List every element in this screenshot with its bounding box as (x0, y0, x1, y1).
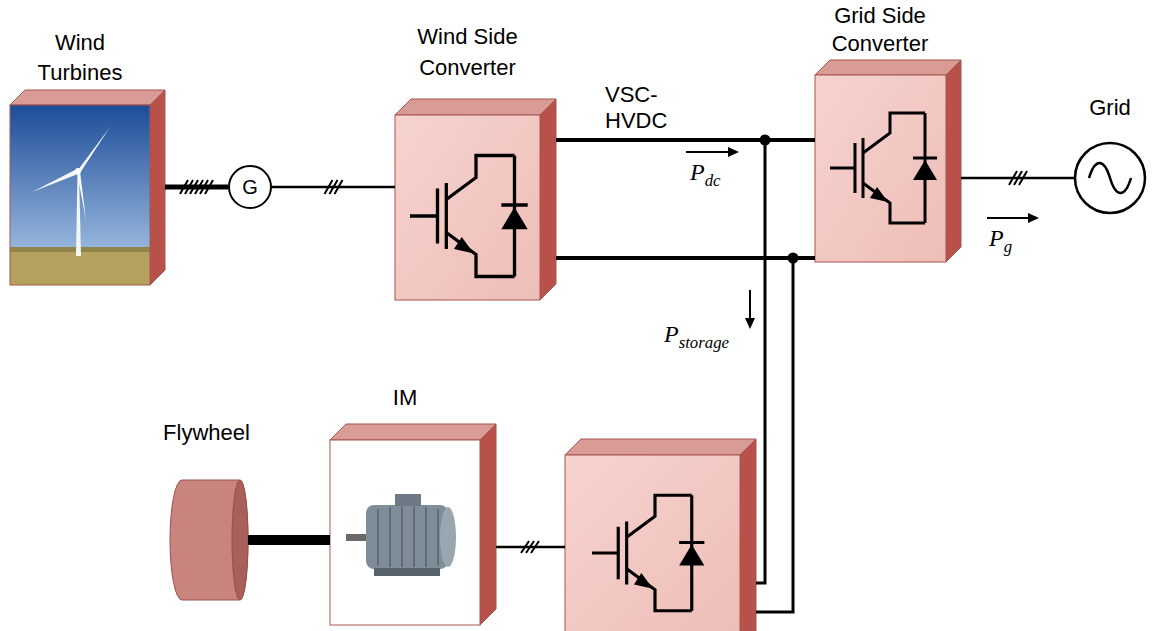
node-label: Wind Side Converter (390, 22, 545, 84)
motor-fins (378, 507, 438, 567)
dc-wire (756, 140, 765, 583)
arrow-shaft (749, 290, 751, 319)
link-label: VSC-HVDC (603, 82, 689, 135)
storage-wiring (496, 140, 793, 612)
generator-circle: G (228, 165, 272, 209)
motor-body (366, 505, 448, 569)
wind-turbine-box (10, 90, 165, 285)
power-arrow (745, 290, 755, 329)
box-front (815, 75, 946, 262)
connector-line (556, 256, 815, 260)
box-front (395, 115, 540, 300)
connector (165, 180, 228, 194)
connector (961, 171, 1075, 185)
node-label: IM (330, 385, 480, 411)
three-phase-hatch (1009, 171, 1027, 185)
sine-wave (1089, 163, 1131, 193)
box-top (395, 99, 556, 115)
machine-node: IM (330, 385, 496, 625)
subscript: dc (705, 171, 721, 190)
connector-line (556, 138, 815, 142)
box-side (480, 424, 496, 625)
box-front (565, 455, 740, 631)
box-top (330, 424, 496, 440)
grid-node: Grid (1075, 95, 1145, 213)
arrow-shaft (987, 217, 1029, 219)
igbt-symbol (592, 495, 704, 611)
grid-source (1075, 143, 1145, 213)
source-circle (1075, 143, 1145, 213)
box-side (150, 90, 165, 285)
motor-terminal (395, 494, 421, 506)
generator-letter: G (230, 177, 270, 197)
box-border (10, 105, 150, 285)
converter-box (395, 99, 556, 300)
igbt-symbol (830, 113, 937, 223)
connector (248, 540, 330, 541)
power-label: Pstorage (662, 320, 731, 353)
motor-feet (374, 568, 440, 576)
turbine-hub (75, 168, 81, 174)
box-side (946, 60, 961, 262)
motor-box (330, 424, 496, 625)
node-label: Wind Turbines (20, 28, 140, 87)
box-top (565, 439, 756, 455)
three-phase-hatch (521, 541, 539, 553)
sky-photo (10, 105, 150, 285)
power-arrow (686, 147, 739, 157)
converter-node: Wind Side Converter (395, 22, 556, 300)
power-label: Pg (987, 224, 1014, 257)
turbine-blade (32, 169, 78, 192)
node-label: Grid Side Converter (810, 2, 950, 57)
turbine-node: Wind Turbines (10, 28, 165, 285)
turbine-blade (77, 171, 86, 220)
arrow-head (728, 147, 739, 157)
node-label: Grid (1075, 95, 1145, 121)
connector (272, 180, 395, 194)
motor-shaft (346, 534, 368, 541)
arrow-head (1028, 213, 1039, 223)
converter-box (565, 439, 756, 631)
dc-wire (756, 258, 793, 612)
box-top (10, 90, 165, 105)
turbine-blade (78, 127, 110, 173)
connector-line (165, 185, 228, 190)
subscript: g (1004, 237, 1012, 256)
converter-box (815, 60, 961, 262)
flywheel-face (232, 480, 248, 600)
flywheel-drawing (170, 480, 248, 600)
arrow-head (745, 318, 755, 329)
converter-node: Grid Side Converter (815, 2, 961, 262)
box-front (330, 440, 480, 625)
flywheel-node: Flywheel (165, 420, 248, 605)
three-phase-hatch (325, 180, 343, 194)
box-side (740, 439, 756, 631)
box-top (815, 60, 961, 75)
power-label: Pdc (688, 158, 723, 191)
box-side (540, 99, 556, 300)
flywheel-body (170, 480, 248, 600)
motor-endcap (440, 507, 456, 567)
three-phase-hatch (180, 180, 213, 194)
node-label: Flywheel (155, 420, 258, 446)
connector-line (248, 535, 330, 545)
subscript: storage (679, 333, 729, 352)
igbt-symbol (410, 156, 528, 277)
power-arrow (987, 213, 1039, 223)
connector (556, 140, 815, 258)
arrow-shaft (686, 151, 729, 153)
